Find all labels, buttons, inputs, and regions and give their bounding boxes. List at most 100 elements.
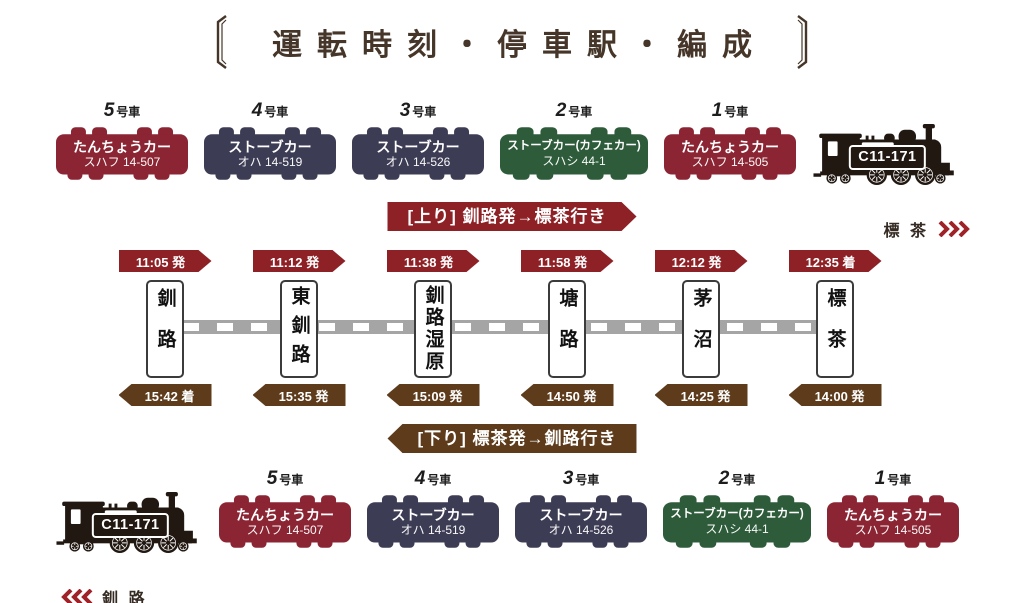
car-code: オハ 14-519	[237, 155, 303, 170]
car-figure: ストーブカー オハ 14-519	[367, 490, 499, 553]
line-map: 11:05 発 釧路 15:42 着 11:12 発 東釧路 15:35 発 1…	[118, 250, 882, 406]
car-name: ストーブカー	[376, 139, 460, 156]
page-title: 運転時刻・停車駅・編成	[272, 28, 767, 63]
chevrons-left-icon	[61, 589, 93, 603]
car-code: オハ 14-526	[385, 155, 451, 170]
locomotive-top: C11-171 標 茶	[812, 124, 960, 240]
car-name: たんちょうカー	[73, 139, 171, 156]
station-box: 釧路	[146, 280, 184, 378]
car-code: スハフ 14-507	[83, 155, 161, 170]
station-column: 11:05 発 釧路 15:42 着	[118, 250, 212, 406]
up-time-arrow: 12:12 発	[655, 250, 748, 272]
car-figure: たんちょうカー スハフ 14-507	[219, 490, 351, 553]
car-name: ストーブカー	[539, 507, 623, 524]
railway-track	[165, 320, 835, 334]
car-code: オハ 14-519	[400, 523, 466, 538]
car-code: スハシ 44-1	[705, 521, 769, 536]
car-figure: ストーブカー オハ 14-526	[515, 490, 647, 553]
station-column: 11:38 発 釧路湿原 15:09 発	[386, 250, 480, 406]
down-time-arrow: 15:42 着	[118, 384, 212, 406]
down-time-arrow: 14:25 発	[654, 384, 748, 406]
car-code: スハフ 14-505	[691, 155, 769, 170]
car-code: スハフ 14-505	[854, 523, 932, 538]
bracket-left-icon	[213, 14, 229, 70]
station-name: 茅沼	[690, 288, 712, 370]
car-name: たんちょうカー	[844, 507, 942, 524]
station-box: 茅沼	[682, 280, 720, 378]
station-name: 東釧路	[288, 285, 310, 373]
car-figure: ストーブカー オハ 14-526	[352, 122, 484, 185]
locomotive-bottom: C11-171 釧 路	[55, 492, 203, 603]
station-name: 釧路	[154, 288, 176, 370]
station-box: 塘路	[548, 280, 586, 378]
car-name: ストーブカー(カフェカー)	[670, 508, 804, 521]
car-code: スハフ 14-507	[246, 523, 324, 538]
car-figure: ストーブカー(カフェカー) スハシ 44-1	[663, 490, 811, 553]
down-time-arrow: 15:09 発	[386, 384, 480, 406]
destination-station: 釧 路	[102, 591, 148, 603]
locomotive-number-plate: C11-171	[92, 513, 169, 538]
down-time-arrow: 15:35 発	[252, 384, 346, 406]
station-box: 東釧路	[280, 280, 318, 378]
up-time-arrow: 11:58 発	[521, 250, 614, 272]
up-time-arrow: 11:05 発	[119, 250, 212, 272]
up-time-arrow: 11:38 発	[387, 250, 480, 272]
down-time-arrow: 14:00 発	[788, 384, 882, 406]
car-figure: たんちょうカー スハフ 14-505	[827, 490, 959, 553]
up-time-arrow: 12:35 着	[789, 250, 882, 272]
up-direction-banner: [上り] 釧路発→標茶行き	[387, 202, 636, 231]
car-code: スハシ 44-1	[542, 153, 606, 168]
station-column: 12:12 発 茅沼 14:25 発	[654, 250, 748, 406]
car-figure: たんちょうカー スハフ 14-507	[56, 122, 188, 185]
bracket-right-icon	[795, 14, 811, 70]
station-name: 標茶	[824, 288, 846, 370]
locomotive-number-plate: C11-171	[849, 145, 926, 170]
car-figure: ストーブカー(カフェカー) スハシ 44-1	[500, 122, 648, 185]
station-column: 11:12 発 東釧路 15:35 発	[252, 250, 346, 406]
station-box: 標茶	[816, 280, 854, 378]
station-box: 釧路湿原	[414, 280, 452, 378]
car-name: ストーブカー	[391, 507, 475, 524]
down-direction-banner: [下り] 標茶発→釧路行き	[387, 424, 637, 453]
destination-top: 標 茶	[884, 217, 970, 241]
down-time-arrow: 14:50 発	[520, 384, 614, 406]
car-name: たんちょうカー	[236, 507, 334, 524]
up-time-arrow: 11:12 発	[253, 250, 346, 272]
station-name: 塘路	[556, 288, 578, 370]
chevrons-right-icon	[938, 221, 970, 237]
car-code: オハ 14-526	[548, 523, 614, 538]
car-name: たんちょうカー	[681, 139, 779, 156]
destination-bottom: 釧 路	[61, 585, 147, 603]
header: 運転時刻・停車駅・編成	[0, 14, 1024, 70]
car-name: ストーブカー(カフェカー)	[507, 140, 641, 153]
station-name: 釧路湿原	[422, 285, 444, 373]
car-figure: たんちょうカー スハフ 14-505	[664, 122, 796, 185]
destination-station: 標 茶	[883, 223, 929, 240]
car-name: ストーブカー	[228, 139, 312, 156]
station-column: 11:58 発 塘路 14:50 発	[520, 250, 614, 406]
station-column: 12:35 着 標茶 14:00 発	[788, 250, 882, 406]
car-figure: ストーブカー オハ 14-519	[204, 122, 336, 185]
